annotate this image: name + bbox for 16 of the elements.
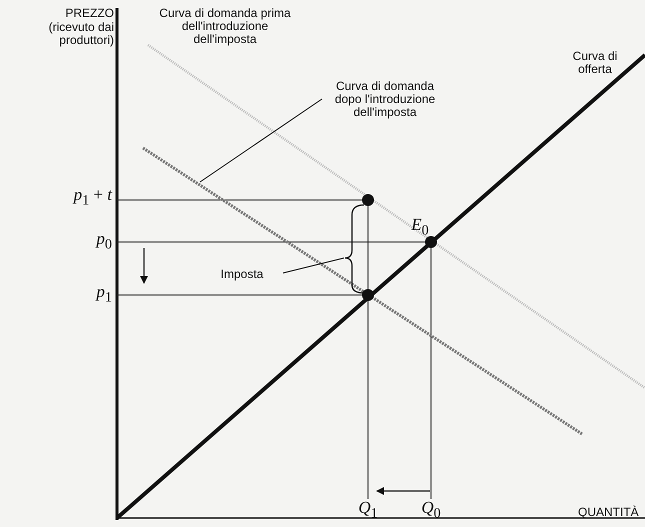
callout-text: Curva di domanda dopo l'introduzione dell'imposta	[325, 80, 445, 119]
price-label: p$_{1}$ + t	[72, 188, 112, 208]
leader-line	[282, 258, 344, 274]
axis-title: PREZZO	[64, 7, 114, 20]
point-label: E$_{0}$	[410, 218, 430, 238]
callout-text: Imposta	[205, 268, 279, 281]
axis-title: QUANTITÀ	[578, 506, 640, 519]
price-label: p$_{1}$	[94, 285, 112, 304]
curve-label: Curva di domanda prima dell'introduzione dell'imposta	[158, 7, 292, 46]
quantity-label: Q$_{0}$	[420, 501, 442, 520]
axis-subtitle: (ricevuto dai produttori)	[48, 21, 114, 47]
leader-line	[200, 98, 322, 182]
demand-curve	[142, 146, 583, 436]
curve-label: Curva di offerta	[572, 50, 618, 76]
quantity-label: Q$_{1}$	[357, 501, 379, 520]
price-label: p$_{0}$	[94, 232, 112, 252]
